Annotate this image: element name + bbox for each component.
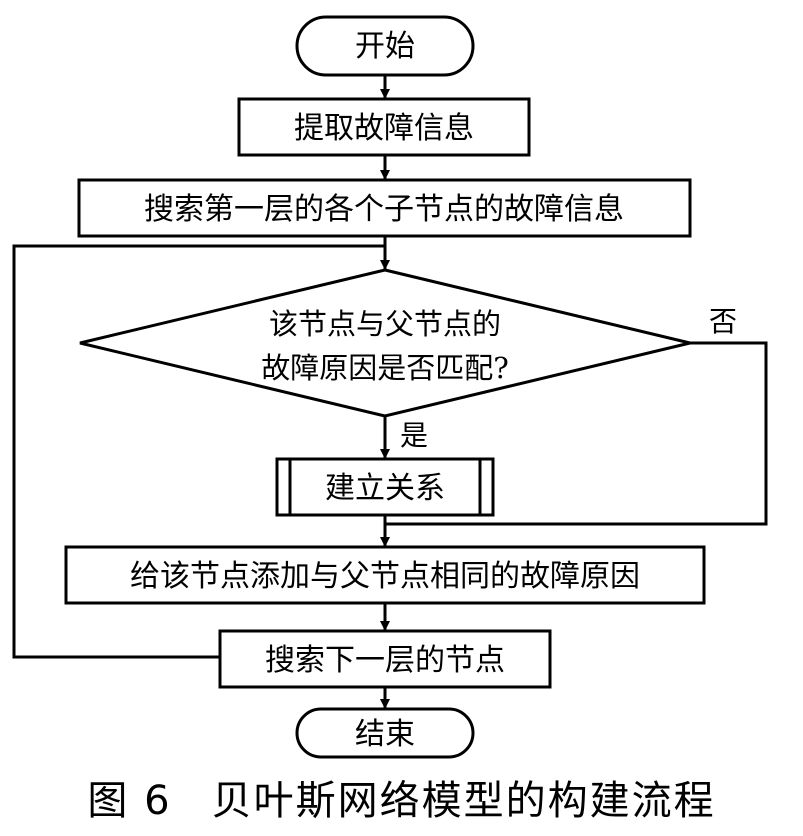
search-next-layer-box: 搜索下一层的节点 <box>218 629 552 689</box>
figure-caption: 图 6 贝叶斯网络模型的构建流程 <box>0 768 803 826</box>
add-fault-cause-label: 给该节点添加与父节点相同的故障原因 <box>130 559 640 594</box>
add-fault-cause-box: 给该节点添加与父节点相同的故障原因 <box>64 545 706 605</box>
figure-title: 贝叶斯网络模型的构建流程 <box>211 778 716 824</box>
start-node: 开始 <box>295 15 475 77</box>
extract-fault-info-label: 提取故障信息 <box>294 111 474 146</box>
build-relation-label: 建立关系 <box>325 471 445 506</box>
loop-back-connector <box>12 244 386 659</box>
search-first-layer-box: 搜索第一层的各个子节点的故障信息 <box>77 178 692 238</box>
search-next-layer-label: 搜索下一层的节点 <box>265 643 505 678</box>
decision-match-node: 该节点与父节点的 故障原因是否匹配? <box>79 268 691 418</box>
no-label: 否 <box>709 305 737 338</box>
build-relation-box: 建立关系 <box>275 457 495 517</box>
end-node: 结束 <box>295 707 475 759</box>
yes-label: 是 <box>400 419 428 452</box>
start-label: 开始 <box>355 29 415 64</box>
decision-label-line1: 该节点与父节点的 <box>269 307 501 341</box>
search-first-layer-label: 搜索第一层的各个子节点的故障信息 <box>144 192 624 227</box>
flowchart: 开始 提取故障信息 搜索第一层的各个子节点的故障信息 该节点与父节点的 故障原因… <box>12 15 768 759</box>
extract-fault-info-box: 提取故障信息 <box>237 97 531 157</box>
decision-label-line2: 故障原因是否匹配? <box>261 351 509 385</box>
end-label: 结束 <box>355 717 415 752</box>
no-branch-connector <box>386 341 768 526</box>
figure-number: 图 6 <box>87 778 172 824</box>
